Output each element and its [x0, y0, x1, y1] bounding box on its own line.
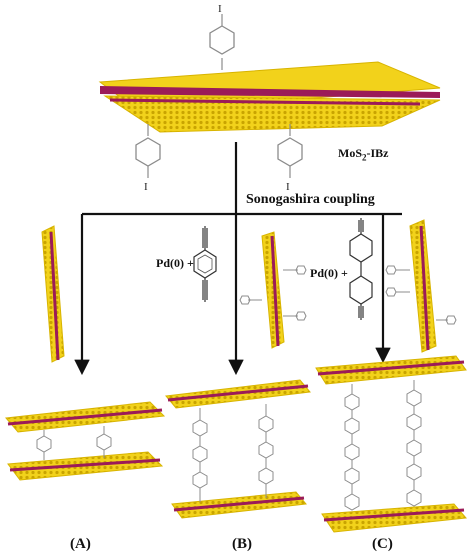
mos2-ibz-label: MoS2-IBz: [338, 146, 389, 163]
catalyst-b-label: Pd(0) +: [156, 256, 194, 270]
product-a: [5, 401, 166, 481]
diethynylbenzene-linker: [193, 226, 217, 302]
panel-label-c: (C): [372, 536, 393, 552]
product-b: [165, 379, 311, 519]
top-mos2-sheet: [98, 61, 441, 133]
product-c: [315, 355, 467, 533]
bottom-left-iodobenzene: [135, 124, 161, 178]
diethynylbiphenyl-linker: [349, 218, 373, 320]
iodine-bottom-left-label: I: [144, 181, 148, 193]
bottom-right-iodobenzene: [277, 124, 303, 178]
vertical-sheet-a: [41, 225, 65, 363]
sonogashira-coupling-label: Sonogashira coupling: [246, 192, 375, 207]
top-iodobenzene: [209, 14, 235, 70]
panel-label-b: (B): [232, 536, 252, 552]
panel-label-a: (A): [70, 536, 91, 552]
vertical-sheet-b: [261, 231, 285, 349]
vertical-sheet-c-substituents: [385, 265, 457, 325]
vertical-sheet-b-substituents: [239, 265, 307, 321]
iodine-bottom-right-label: I: [286, 181, 290, 193]
vertical-sheet-c: [409, 219, 437, 353]
iodine-top-label: I: [218, 3, 222, 15]
catalyst-c-label: Pd(0) +: [310, 266, 348, 280]
reaction-arrows: [74, 142, 402, 376]
